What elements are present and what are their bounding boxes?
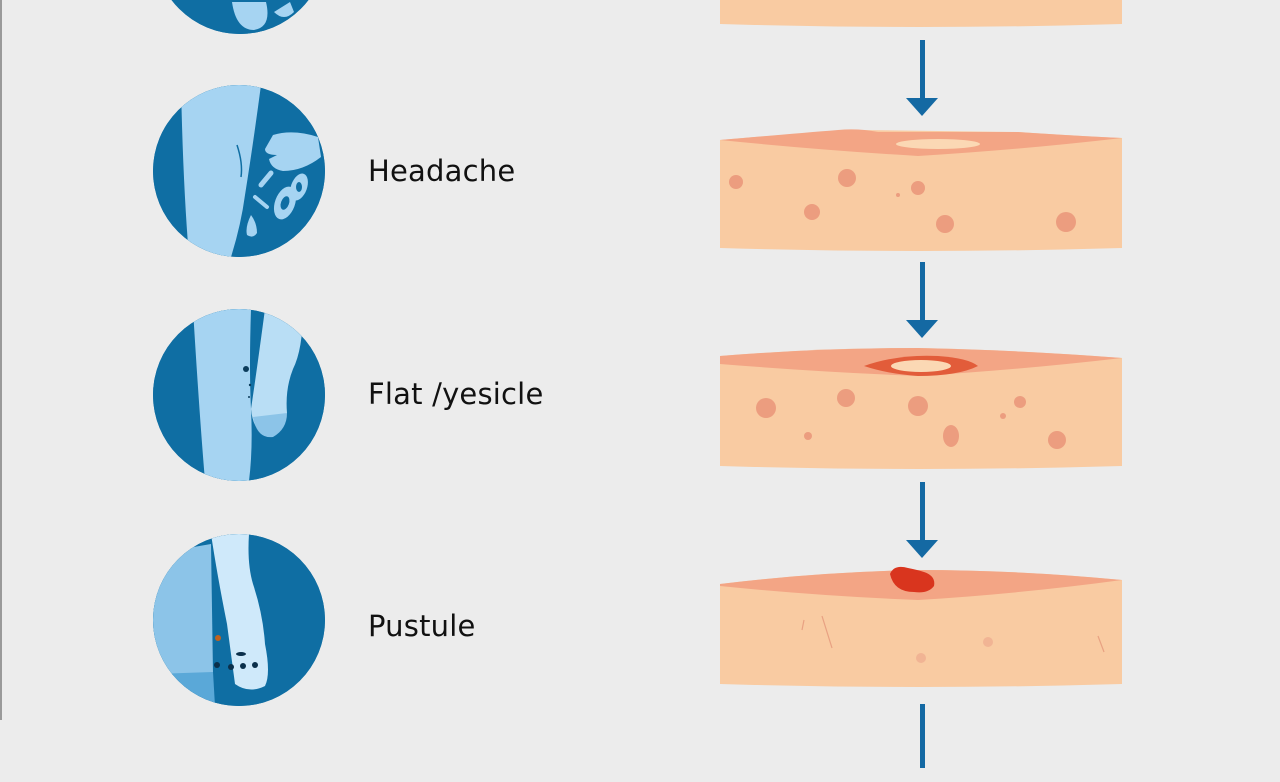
skin-section-stage-3 xyxy=(718,566,1124,688)
arrow-down-icon xyxy=(920,704,925,768)
down-arrow-3 xyxy=(904,482,940,560)
skin-layer-icon xyxy=(720,0,1122,27)
down-arrow-4 xyxy=(904,704,940,782)
legs-spots-icon xyxy=(153,309,325,481)
leg-hand-drops-icon xyxy=(153,85,325,257)
arrow-down-icon xyxy=(906,40,938,116)
illustration-icon xyxy=(154,0,326,34)
skin-layer-icon xyxy=(720,348,1122,469)
down-arrow-1 xyxy=(904,40,940,118)
skin-section-stage-1 xyxy=(718,126,1124,252)
stage-label-headache: Headache xyxy=(368,154,516,188)
foot-lesions-icon xyxy=(153,534,325,706)
stage-illustration-pustule xyxy=(153,534,325,706)
down-arrow-2 xyxy=(904,262,940,340)
stage-illustration-top xyxy=(154,0,326,34)
skin-layer-icon xyxy=(720,566,1122,687)
skin-section-stage-2 xyxy=(718,346,1124,470)
stage-illustration-flat-vesicle xyxy=(153,309,325,481)
skin-layer-icon xyxy=(720,129,1122,251)
skin-section-top xyxy=(718,0,1124,28)
arrow-down-icon xyxy=(906,262,938,338)
stage-illustration-headache xyxy=(153,85,325,257)
arrow-down-icon xyxy=(906,482,938,558)
stage-label-pustule: Pustule xyxy=(368,609,476,643)
left-border xyxy=(0,0,2,720)
stage-label-flat-vesicle: Flat /yesicle xyxy=(368,377,544,411)
